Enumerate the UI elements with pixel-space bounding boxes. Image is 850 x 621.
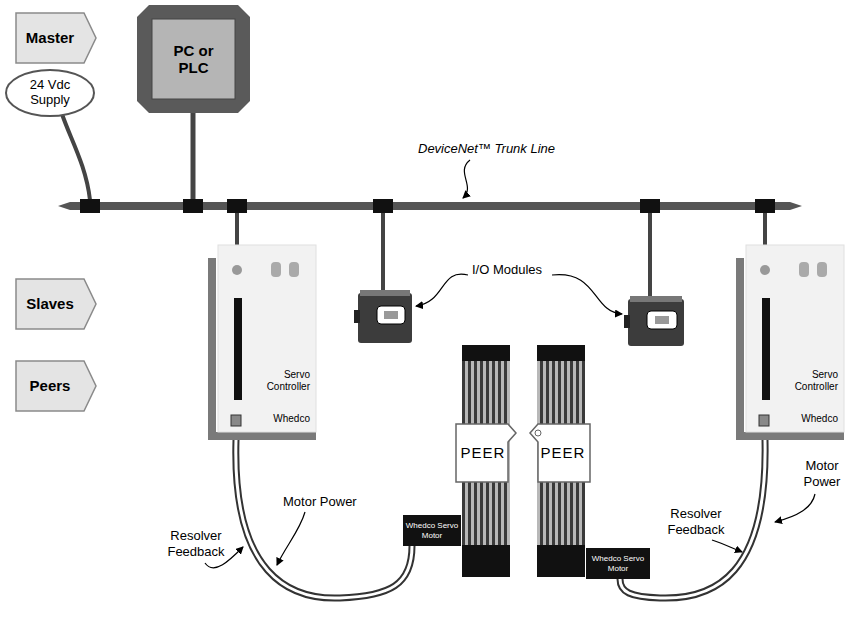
motor-cable — [236, 440, 412, 598]
status-led — [817, 262, 827, 277]
servo-motor: Whedco Servo Motor — [586, 548, 650, 579]
leader-arrow — [463, 160, 470, 198]
tee-connector — [755, 199, 775, 213]
motor-body — [403, 515, 461, 546]
computer-housing — [137, 5, 250, 113]
node-text: Master — [26, 29, 74, 46]
servo-motor: Whedco Servo Motor — [403, 515, 461, 546]
peer-connector: PEER — [455, 423, 517, 483]
status-led — [271, 262, 281, 277]
backplate — [208, 432, 316, 440]
node-text: Servo Controller — [786, 369, 838, 393]
tag-arrow — [16, 361, 96, 411]
trunk-end — [790, 202, 802, 210]
callout-label: Resolver Feedback — [163, 528, 229, 559]
controller-panel — [746, 245, 844, 432]
motor-port — [759, 415, 769, 426]
backplate — [208, 258, 216, 440]
io-module-window — [655, 316, 669, 324]
computer-screen — [152, 19, 235, 99]
node-text: Peers — [30, 377, 71, 394]
node-text: PC or PLC — [163, 42, 225, 77]
status-led — [289, 262, 299, 277]
connector-strip — [762, 298, 770, 400]
leader-arrow — [712, 540, 742, 552]
peer-socket — [535, 430, 541, 436]
network-port — [232, 265, 242, 275]
servo-controller: Servo ControllerWhedco — [736, 245, 844, 440]
tee-connector — [640, 199, 660, 213]
peer-outline — [456, 424, 516, 482]
io-module-window — [377, 306, 405, 324]
tee-connector — [183, 199, 203, 213]
callout-label: Resolver Feedback — [660, 506, 732, 537]
drop-line — [648, 210, 652, 298]
drop-line — [381, 210, 385, 292]
leader-arrow — [277, 512, 305, 565]
io-module-latch — [354, 310, 360, 323]
node-text: PEER — [541, 444, 586, 461]
io-module — [628, 299, 684, 346]
io-module-top — [360, 290, 410, 296]
role-tag: Master — [15, 12, 97, 64]
tee-connector — [227, 199, 247, 213]
peer-connector: PEER — [529, 423, 591, 483]
io-module — [358, 293, 412, 343]
ribbon-cable — [537, 345, 585, 577]
role-tag: Peers — [15, 360, 97, 412]
callout-label: I/O Modules — [472, 262, 542, 278]
master-computer: PC or PLC — [137, 5, 250, 113]
tag-arrow — [16, 279, 96, 329]
ribbon-end — [537, 345, 585, 361]
leader-arrow — [775, 494, 815, 522]
servo-controller-outline — [736, 245, 844, 440]
node-text: PEER — [461, 444, 506, 461]
leader-arrow — [416, 274, 468, 306]
cable-core — [236, 440, 412, 598]
cable-outline — [236, 440, 412, 598]
controller-panel — [218, 245, 316, 432]
callout-label: Motor Power — [800, 458, 844, 489]
callout-label: Motor Power — [283, 494, 357, 510]
tag-arrow — [16, 13, 96, 63]
power-supply: 24 Vdc Supply — [5, 69, 95, 117]
node-text: Whedco Servo Motor — [589, 554, 647, 572]
ribbon-end — [462, 345, 510, 361]
callout-label: DeviceNet™ Trunk Line — [418, 141, 555, 157]
node-text: Slaves — [26, 295, 74, 312]
motor-port — [231, 415, 241, 426]
ribbon-end — [462, 545, 510, 577]
io-module-window — [647, 311, 677, 329]
network-port — [760, 265, 770, 275]
io-module-latch — [624, 315, 630, 328]
status-led — [799, 262, 809, 277]
node-text: 24 Vdc Supply — [20, 78, 80, 108]
node-text: Whedco — [801, 413, 838, 425]
motor-body — [586, 548, 650, 579]
leader-arrow — [552, 275, 622, 314]
node-text: Whedco — [273, 413, 310, 425]
role-tag: Slaves — [15, 278, 97, 330]
io-module-top — [630, 296, 682, 302]
connector-strip — [234, 298, 242, 400]
tee-connector — [80, 199, 100, 213]
io-module-window — [384, 311, 398, 319]
backplate — [736, 258, 744, 440]
node-text: Servo Controller — [258, 369, 310, 393]
backplate — [736, 432, 844, 440]
supply-cable — [62, 114, 90, 200]
tee-connector — [373, 199, 393, 213]
supply-ellipse — [6, 70, 94, 116]
node-text: Whedco Servo Motor — [405, 521, 459, 539]
servo-controller-outline — [208, 245, 316, 440]
peer-outline — [530, 424, 590, 482]
trunk-end — [58, 202, 70, 210]
trunk-line — [70, 202, 790, 210]
ribbon-end — [537, 545, 585, 577]
drop-line — [191, 113, 196, 202]
servo-controller: Servo ControllerWhedco — [208, 245, 316, 440]
